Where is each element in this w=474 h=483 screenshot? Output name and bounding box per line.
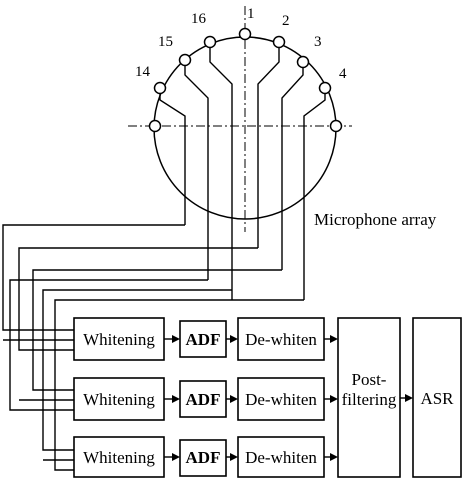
- asr-label: ASR: [420, 389, 454, 408]
- dewhiten-box: [237, 436, 325, 478]
- mic-3: [296, 55, 310, 69]
- arrow-dw-pf: [330, 335, 338, 343]
- bus-line-1: [2, 224, 185, 331]
- bus-line-5: [42, 289, 232, 451]
- arrow-adf-dw: [230, 335, 238, 343]
- mic-1: [238, 27, 252, 41]
- mic-14: [153, 81, 167, 95]
- whitening-label: Whitening: [83, 390, 155, 409]
- post-filtering-label-2: filtering: [342, 390, 397, 409]
- mic-label-4: 4: [339, 66, 347, 82]
- mic-4: [318, 81, 332, 95]
- dewhiten-label: De-whiten: [245, 390, 317, 409]
- dewhiten-label: De-whiten: [245, 330, 317, 349]
- mic-16: [203, 35, 217, 49]
- mic-15: [178, 53, 192, 67]
- arrow-adf-dw: [230, 395, 238, 403]
- dewhiten-label: De-whiten: [245, 448, 317, 467]
- lead-mic-14: [159, 88, 186, 225]
- asr-box: [412, 317, 462, 478]
- post-filtering-box: [337, 317, 401, 478]
- mic-label-3: 3: [314, 34, 322, 50]
- bus-line-6: [54, 299, 304, 471]
- adf-label: ADF: [186, 330, 221, 349]
- mic-label-2: 2: [282, 13, 290, 29]
- arrow-dw-pf: [330, 453, 338, 461]
- arrow-w-adf: [172, 453, 180, 461]
- mic-label-1: 1: [247, 6, 255, 22]
- arrow-dw-pf: [330, 395, 338, 403]
- processing-row-1: Whitening ADF De-whiten: [73, 317, 338, 361]
- whitening-box: [73, 436, 165, 478]
- arrow-pf-asr: [405, 394, 413, 402]
- mic-label-16: 16: [191, 11, 207, 27]
- post-filtering-block: Post- filtering: [337, 317, 413, 478]
- mic-2: [272, 35, 286, 49]
- arrow-adf-dw: [230, 453, 238, 461]
- processing-row-3: Whitening ADF De-whiten: [73, 436, 338, 478]
- adf-label: ADF: [186, 448, 221, 467]
- mic-left: [148, 119, 162, 133]
- asr-block: ASR: [412, 317, 462, 478]
- array-caption: Microphone array: [314, 210, 437, 229]
- lead-mic-16: [209, 42, 233, 300]
- lead-mic-3: [281, 62, 304, 270]
- whitening-label: Whitening: [83, 330, 155, 349]
- mic-label-14: 14: [135, 64, 151, 80]
- mic-right: [329, 119, 343, 133]
- adf-box: [179, 380, 227, 418]
- arrow-w-adf: [172, 335, 180, 343]
- arrow-w-adf: [172, 395, 180, 403]
- microphone-array: 1 2 3 4 14 15 16 Microphone array: [128, 6, 437, 300]
- adf-box: [179, 320, 227, 358]
- lead-mic-2: [257, 42, 280, 248]
- mic-label-15: 15: [158, 34, 173, 50]
- adf-label: ADF: [186, 390, 221, 409]
- bus-line-3: [32, 269, 282, 391]
- post-filtering-label-1: Post-: [352, 370, 387, 389]
- whitening-label: Whitening: [83, 448, 155, 467]
- lead-mic-15: [184, 60, 209, 280]
- bus-line-2: [18, 247, 258, 351]
- bus-line-4: [9, 279, 208, 411]
- adf-box: [179, 439, 227, 477]
- processing-row-2: Whitening ADF De-whiten: [73, 377, 338, 421]
